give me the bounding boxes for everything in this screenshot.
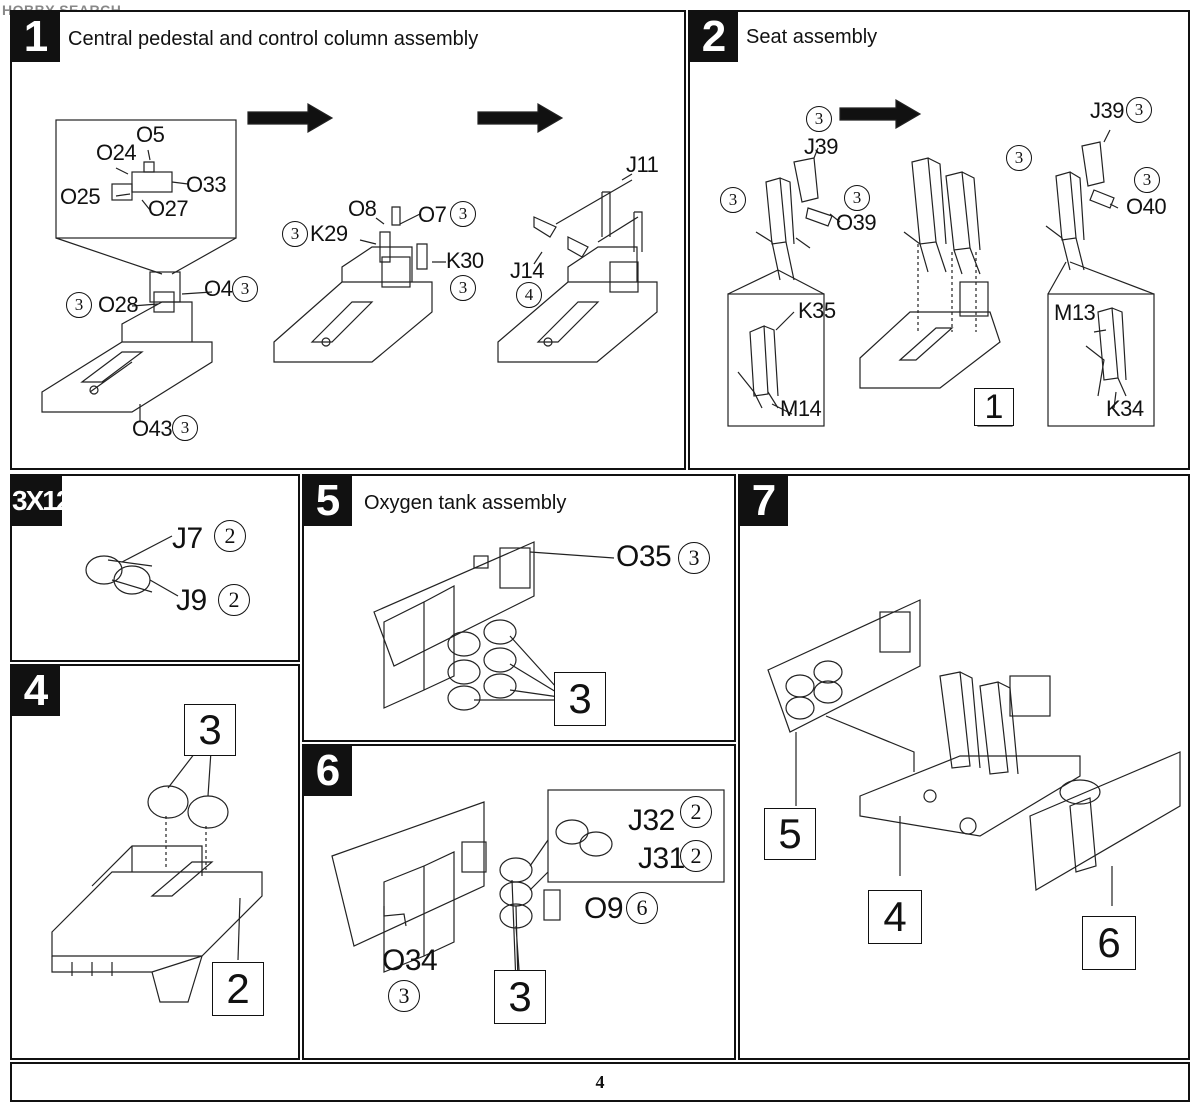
step-title: Central pedestal and control column asse…: [68, 28, 479, 50]
part-label-o8: O8: [348, 196, 377, 221]
step-2-drawing: [727, 98, 1155, 427]
part-label-o28: O28: [98, 292, 139, 317]
part-label-o43: O43: [132, 416, 173, 441]
sprue-count-badge: 2: [214, 520, 246, 552]
step-reference-box: 4: [868, 890, 922, 944]
sprue-count-badge: 3: [720, 187, 746, 213]
sprue-count-badge: 3: [232, 276, 258, 302]
sprue-count-badge: 3: [844, 185, 870, 211]
step-2-panel: 2 Seat assembly: [688, 10, 1190, 470]
step-title: Oxygen tank assembly: [364, 492, 567, 514]
part-label-j31: J31: [638, 842, 685, 875]
sprue-count-badge: 2: [218, 584, 250, 616]
sprue-count-badge: 3: [450, 201, 476, 227]
step-5-drawing: [373, 541, 615, 711]
sprue-count-badge: 3: [1134, 167, 1160, 193]
part-label-o5: O5: [136, 122, 165, 147]
step-1-panel: 1 Central pedestal and control column as…: [10, 10, 686, 470]
part-label-m14: M14: [780, 396, 822, 421]
step-reference-box: 3: [184, 704, 236, 756]
sprue-count-badge: 3: [388, 980, 420, 1012]
part-label-m13: M13: [1054, 300, 1096, 325]
step-reference-box: 3: [494, 970, 546, 1024]
step-number: 5: [304, 476, 352, 526]
part-label-o35: O35: [616, 540, 672, 573]
part-label-j11: J11: [626, 152, 659, 177]
step-title: Seat assembly: [746, 26, 878, 48]
arrow-icon: [477, 102, 564, 134]
part-label-o4: O4: [204, 276, 233, 301]
step-reference-box: 5: [764, 808, 816, 860]
sprue-count-badge: 2: [680, 796, 712, 828]
page-number: 4: [595, 1072, 605, 1092]
arrow-icon: [839, 98, 922, 130]
part-label-k29: K29: [310, 221, 348, 246]
part-label-o24: O24: [96, 140, 137, 165]
part-label-o7: O7: [418, 202, 447, 227]
page-footer: [10, 1062, 1190, 1102]
part-label-o27: O27: [148, 196, 189, 221]
part-label-j9: J9: [176, 584, 207, 617]
arrow-icon: [247, 102, 334, 134]
part-label-j14: J14: [510, 258, 544, 283]
sprue-count-badge: 3: [806, 106, 832, 132]
part-label-j32: J32: [628, 804, 675, 837]
step-7-drawing: [767, 599, 1181, 906]
step-number: 1: [12, 12, 60, 62]
part-label-k34: K34: [1106, 396, 1144, 421]
step-1-drawing: [41, 102, 658, 422]
sprue-count-badge: 6: [626, 892, 658, 924]
step-reference-box: 3: [554, 672, 606, 726]
sprue-count-badge: 3: [282, 221, 308, 247]
part-label-o40: O40: [1126, 194, 1167, 219]
part-label-o25: O25: [60, 184, 101, 209]
part-label-k35: K35: [798, 298, 836, 323]
step-number: 7: [740, 476, 788, 526]
step-number: 3X12: [12, 476, 71, 526]
step-number: 2: [690, 12, 738, 62]
part-label-o34: O34: [382, 944, 438, 977]
sprue-count-badge: 3: [1006, 145, 1032, 171]
step-reference-box: 1: [974, 388, 1014, 426]
step-number: 4: [12, 666, 60, 716]
part-label-k30: K30: [446, 248, 484, 273]
sprue-count-badge: 3: [66, 292, 92, 318]
step-7-panel: 7: [738, 474, 1190, 1060]
step-reference-box: 6: [1082, 916, 1136, 970]
sprue-count-badge: 2: [680, 840, 712, 872]
part-label-j39-right: J39: [1090, 98, 1124, 123]
step-3-panel: 3X12: [10, 474, 300, 662]
sprue-count-badge: 3: [450, 275, 476, 301]
part-label-j7: J7: [172, 522, 203, 555]
sprue-count-badge: 4: [516, 282, 542, 308]
part-label-o39: O39: [836, 210, 877, 235]
part-label-o33: O33: [186, 172, 227, 197]
part-label-o9: O9: [584, 892, 624, 925]
part-label-j39: J39: [804, 134, 838, 159]
step-reference-box: 2: [212, 962, 264, 1016]
step-5-panel: 5 Oxygen tank assembly: [302, 474, 736, 742]
sprue-count-badge: 3: [678, 542, 710, 574]
sprue-count-badge: 3: [172, 415, 198, 441]
sprue-count-badge: 3: [1126, 97, 1152, 123]
step-3-drawing: [85, 535, 179, 597]
step-number: 6: [304, 746, 352, 796]
